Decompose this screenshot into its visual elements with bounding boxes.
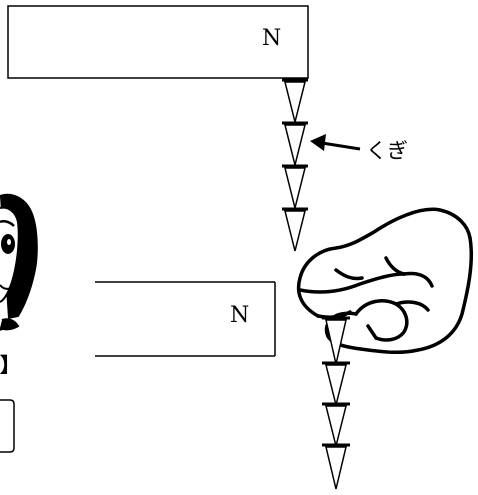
top-magnet-body <box>7 5 309 79</box>
left-cut-text: 】 <box>0 353 20 377</box>
nail <box>322 361 350 406</box>
nail-callout: くぎ <box>310 134 408 163</box>
hand-icon <box>296 207 474 355</box>
nail <box>282 121 308 166</box>
nail <box>322 443 350 490</box>
bottom-magnet-fill <box>95 282 275 356</box>
bottom-nail-chain <box>322 316 350 490</box>
left-cut-box <box>0 399 15 453</box>
nail <box>322 316 350 365</box>
top-magnet-pole-label: N <box>262 26 281 51</box>
nail <box>282 207 308 252</box>
top-magnet: N <box>7 5 309 79</box>
bottom-magnet-pole-label: N <box>230 303 249 328</box>
nail <box>282 78 308 123</box>
nail <box>282 164 308 209</box>
nail-label: くぎ <box>366 139 408 163</box>
girl-face-icon <box>0 193 38 331</box>
bottom-magnet: N <box>95 281 276 357</box>
nail <box>322 402 350 447</box>
arrow-left-icon <box>321 141 361 151</box>
arrow-head <box>310 134 326 151</box>
top-nail-chain <box>282 78 308 252</box>
